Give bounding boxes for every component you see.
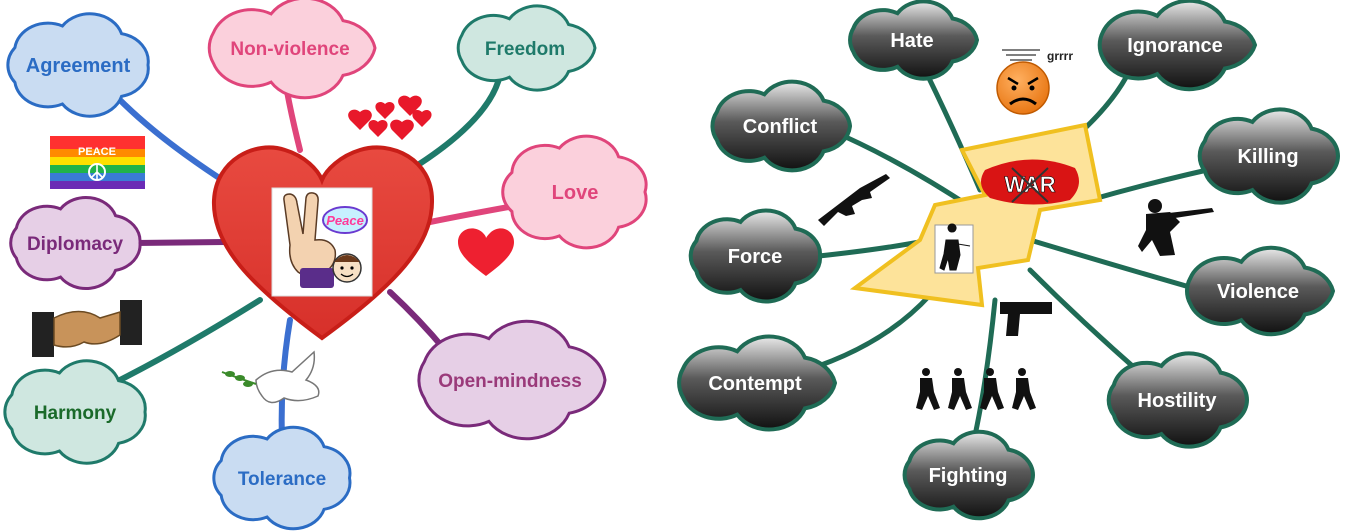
cloud-shape: [1185, 245, 1336, 337]
node-label: Hate: [890, 30, 933, 52]
cloud-shape: [710, 79, 853, 173]
node-label: Love: [552, 182, 599, 204]
cloud-shape: [212, 425, 352, 531]
cloud-shape: [3, 359, 147, 465]
branch-diplomacy: [132, 239, 228, 246]
cloud-shape: [848, 0, 980, 81]
node-label: Non-violence: [230, 39, 349, 60]
cloud-shape: [688, 208, 823, 304]
node-label: Hostility: [1138, 390, 1218, 412]
node-harmony[interactable]: Harmony: [3, 359, 147, 465]
sniper-soldier-icon: [1138, 199, 1214, 256]
node-tolerance[interactable]: Tolerance: [212, 425, 352, 531]
node-killing[interactable]: Killing: [1197, 107, 1341, 205]
cloud-shape: [677, 334, 838, 432]
branch-harmony: [107, 297, 263, 388]
node-conflict[interactable]: Conflict: [710, 79, 853, 173]
node-ignorance[interactable]: Ignorance: [1097, 0, 1258, 92]
node-force[interactable]: Force: [688, 208, 823, 304]
node-hostility[interactable]: Hostility: [1106, 351, 1250, 449]
flag-text: PEACE: [78, 146, 116, 158]
branch-violence: [1027, 237, 1203, 293]
node-label: Fighting: [929, 465, 1008, 487]
rifle-icon: [818, 174, 890, 226]
node-label: Force: [728, 246, 782, 268]
soldiers-group-icon: [916, 368, 1038, 410]
peace-flag-icon: PEACE: [50, 136, 145, 189]
cloud-shape: [1197, 107, 1341, 205]
node-label: Contempt: [708, 373, 802, 395]
peace-branches: [107, 72, 523, 443]
grrr-text: grrrr: [1047, 49, 1073, 63]
war-label-icon: WAR: [981, 159, 1079, 205]
node-violence[interactable]: Violence: [1185, 245, 1336, 337]
branch-freedom: [407, 72, 503, 173]
node-label: Freedom: [485, 39, 565, 60]
hearts-cluster-icon: [348, 95, 432, 140]
node-label: Open-mindness: [438, 371, 582, 392]
soldier-icon: [939, 223, 971, 271]
handshake-icon: [32, 300, 142, 357]
node-love[interactable]: Love: [501, 134, 648, 250]
rainbow-peace-text: Peace: [322, 206, 368, 234]
peace-hand-icon: [283, 192, 337, 288]
node-hate[interactable]: Hate: [848, 0, 980, 81]
angry-face-icon: grrrr: [996, 49, 1073, 115]
single-heart-icon: [458, 228, 514, 276]
cloud-shape: [456, 4, 597, 92]
node-label: Agreement: [26, 55, 131, 77]
branch-openmind: [387, 289, 448, 353]
cloud-shape: [6, 12, 150, 118]
node-label: Harmony: [34, 403, 117, 424]
cloud-shape: [9, 196, 142, 290]
cloud-shape: [417, 319, 607, 441]
lightning-bolt-shape: [849, 122, 1103, 308]
center-label: Peace: [326, 213, 364, 228]
node-openmind[interactable]: Open-mindness: [417, 319, 607, 441]
pistol-icon: [1000, 302, 1052, 336]
peace-nodes: Agreement Non-violence FreedomLoveDiplomac…: [3, 0, 648, 531]
node-label: Conflict: [743, 116, 818, 138]
cloud-shape: [1097, 0, 1258, 92]
node-freedom[interactable]: Freedom: [456, 4, 597, 92]
node-label: Tolerance: [238, 469, 326, 490]
node-nonviolence[interactable]: Non-violence: [207, 0, 377, 100]
war-center[interactable]: WAR: [849, 122, 1103, 308]
node-agreement[interactable]: Agreement: [6, 12, 150, 118]
node-diplomacy[interactable]: Diplomacy: [9, 196, 142, 290]
cloud-shape: [1106, 351, 1250, 449]
node-contempt[interactable]: Contempt: [677, 334, 838, 432]
smiley-face-icon: [332, 253, 362, 283]
node-label: Killing: [1237, 146, 1298, 168]
cloud-shape: [501, 134, 648, 250]
cloud-shape: [902, 429, 1036, 521]
dove-icon: [221, 350, 320, 404]
node-label: Violence: [1217, 281, 1299, 303]
peace-center-heart[interactable]: Peace: [211, 145, 435, 341]
node-label: Ignorance: [1127, 35, 1223, 57]
node-fighting[interactable]: Fighting: [902, 429, 1036, 521]
war-nodes: Hate IgnoranceConflictKillingForceViolenc…: [677, 0, 1341, 521]
cloud-shape: [207, 0, 377, 100]
branch-agreement: [117, 97, 233, 188]
node-label: Diplomacy: [27, 234, 124, 255]
